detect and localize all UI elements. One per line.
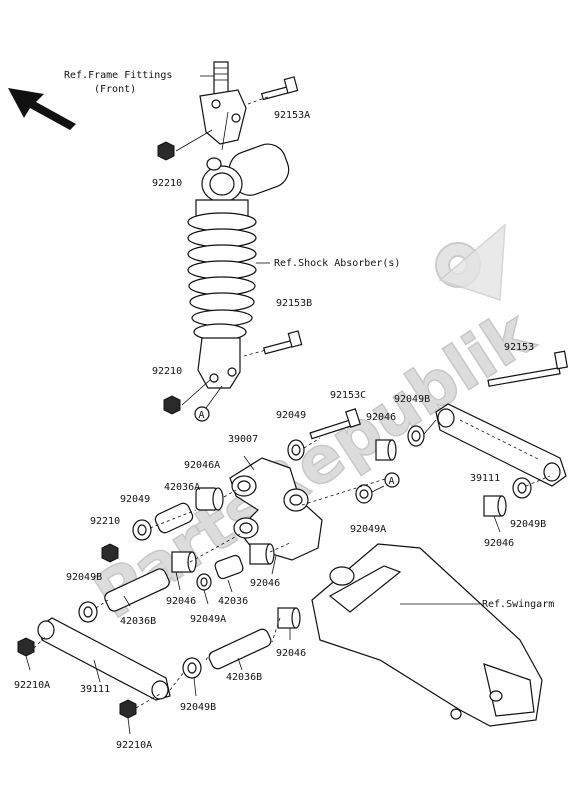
callout-a-right: A [384, 472, 400, 488]
nut-92210-top [157, 141, 175, 161]
collar-92046a [195, 487, 224, 511]
collar-92046-right [483, 495, 507, 517]
part-label: 42036B [226, 672, 262, 683]
part-label: 92049A [190, 614, 226, 625]
bolt-92153c [309, 408, 361, 440]
bolt-92153a [260, 76, 299, 101]
collar-92046-upper [375, 439, 397, 461]
ref-shock-absorber: Ref.Shock Absorber(s) [274, 258, 400, 269]
rocker-arm-39007 [229, 457, 323, 561]
swingarm [311, 543, 543, 727]
nut-92210-mid [163, 395, 181, 415]
washer-92049-left [132, 519, 152, 541]
washer-92049b-right [512, 477, 532, 499]
part-label: 92210 [90, 516, 120, 527]
part-label: 92046 [250, 578, 280, 589]
watermark-gear-icon [435, 223, 506, 302]
part-label: 92210 [152, 178, 182, 189]
part-label: 92049B [394, 394, 430, 405]
washer-92049a-lower [196, 573, 212, 591]
shock-spring [187, 212, 257, 341]
part-label: 92153C [330, 390, 366, 401]
ref-swingarm: Ref.Swingarm [482, 599, 554, 610]
pipe-42036b-upper [104, 568, 170, 612]
bolt-92153b [262, 330, 303, 355]
part-label: 42036B [120, 616, 156, 627]
svg-text:A: A [389, 476, 395, 487]
part-label: 92153 [504, 342, 534, 353]
ref-frame-fittings-front: (Front) [94, 84, 136, 95]
part-label: 92049B [180, 702, 216, 713]
washer-92049b-upper [407, 425, 425, 447]
nut-92210a-lower [119, 699, 137, 719]
part-label: 42036 [218, 596, 248, 607]
part-label: 92210A [116, 740, 152, 751]
washer-92049-upper [287, 439, 305, 461]
part-label: 92153A [274, 110, 310, 121]
collar-92046-mid-left [171, 551, 197, 573]
bolt-92153 [487, 350, 569, 387]
part-label: 92210A [14, 680, 50, 691]
part-label: 39111 [470, 473, 500, 484]
tie-rod-39111-right [435, 403, 567, 487]
pipe-42036b-lower [208, 628, 272, 670]
tie-rod-39111-left [37, 617, 171, 701]
part-label: 39007 [228, 434, 258, 445]
part-label: 92210 [152, 366, 182, 377]
front-direction-arrow-icon [8, 88, 76, 130]
washer-92049b-left [78, 601, 98, 623]
part-label: 92046 [366, 412, 396, 423]
collar-92046-lower [277, 607, 301, 629]
part-label: 92049B [66, 572, 102, 583]
svg-text:A: A [199, 410, 205, 421]
part-label: 92049 [276, 410, 306, 421]
nut-92210-left [101, 543, 119, 563]
pipe-42036a [154, 502, 194, 534]
part-label: 92046A [184, 460, 220, 471]
part-label: 92049A [350, 524, 386, 535]
part-label: 92046 [484, 538, 514, 549]
nut-92210a-left [17, 637, 35, 657]
part-label: 92046 [166, 596, 196, 607]
part-label: 42036A [164, 482, 200, 493]
part-label: 92049B [510, 519, 546, 530]
callout-a-left: A [194, 406, 210, 422]
part-label: 92049 [120, 494, 150, 505]
collar-92046-mid-right [249, 543, 275, 565]
shock-absorber [187, 143, 290, 389]
washer-92049a-upper [355, 484, 373, 504]
part-label: 92046 [276, 648, 306, 659]
frame-fitting-bracket [199, 61, 247, 145]
ref-frame-fittings: Ref.Frame Fittings [64, 70, 172, 81]
pipe-42036 [214, 554, 244, 580]
part-label: 92153B [276, 298, 312, 309]
leader-lines [25, 75, 551, 735]
washer-92049b-lower [182, 657, 202, 679]
part-label: 39111 [80, 684, 110, 695]
